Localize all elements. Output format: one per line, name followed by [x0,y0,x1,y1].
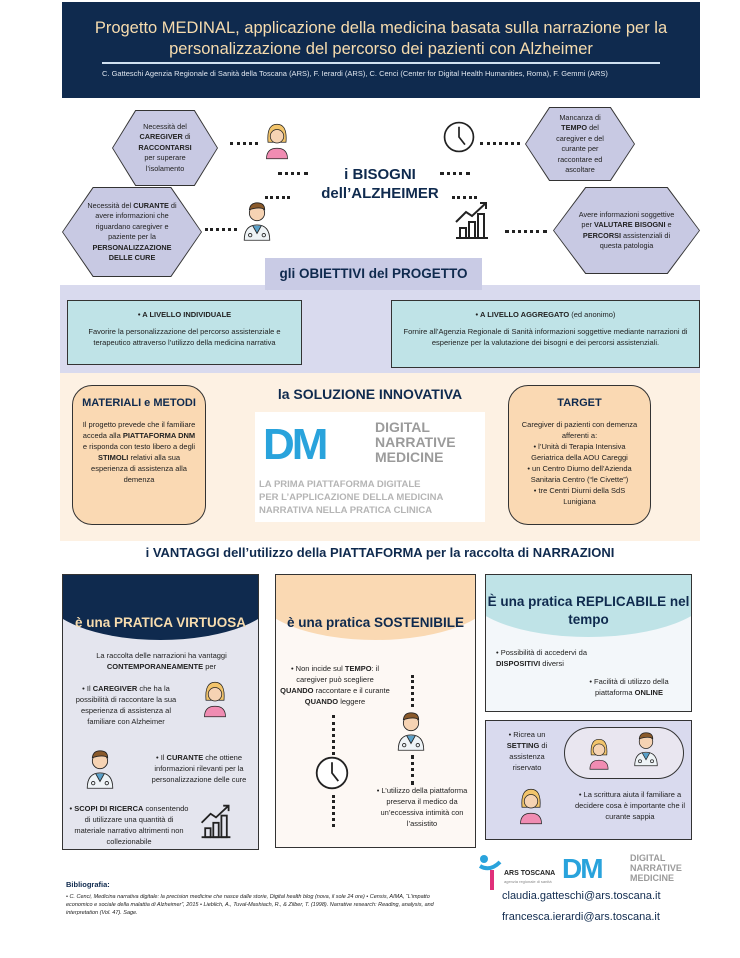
replicabile-heading: È una pratica REPLICABILE nel tempo [486,575,691,637]
virtuosa-intro: La raccolta delle narrazioni ha vantaggi… [96,651,227,671]
caregiver-woman-icon [262,120,292,160]
authors: C. Gatteschi Agenzia Regionale di Sanità… [102,69,608,78]
bibliography-text: • C. Cenci, Medicina narrativa digitale:… [66,894,434,916]
bibliography-title: Bibliografia: [66,880,110,889]
dnm-logo-mark: DM [263,420,328,469]
doctor-icon [631,727,661,767]
ars-figure-icon [478,855,502,890]
need-curante-hex: Necessità del CURANTE di avere informazi… [62,187,202,277]
virtuosa-column: è una PRATICA VIRTUOSA La raccolta delle… [62,574,259,850]
setting-scrittura: • La scrittura aiuta il familiare a deci… [574,790,686,821]
clock-icon [442,120,476,154]
virtuosa-curante: • Il CURANTE che ottiene informazioni ri… [151,753,247,784]
dnm-footer-mark: DM [562,853,604,884]
email-ierardi[interactable]: francesca.ierardi@ars.toscana.it [502,911,660,923]
connector [230,142,258,145]
header-divider [102,62,660,64]
email-gatteschi[interactable]: claudia.gatteschi@ars.toscana.it [502,890,661,902]
connector [265,196,290,199]
objectives-title: gli OBIETTIVI del PROGETTO [265,258,482,290]
replicabile-column: È una pratica REPLICABILE nel tempo • Po… [485,574,692,712]
connector [411,675,414,707]
need-valutare-hex: Avere informazioni soggettive per VALUTA… [553,187,700,274]
setting-text: • Ricrea un SETTING di assistenza riserv… [506,730,548,772]
poster-header: Progetto MEDINAL, applicazione della med… [62,2,700,98]
connector [452,196,477,199]
ars-toscana-logo: ARS TOSCANA agenzia regionale di sanità [478,852,555,892]
sostenibile-intimita: • L’utilizzo della piattaforma preserva … [376,786,468,828]
clock-icon [314,755,350,791]
need-tempo-hex: Mancanza di TEMPO del caregiver e del cu… [525,107,635,181]
connector [411,755,414,785]
connector [332,715,335,755]
replicabile-dispositivi: • Possibilità di accedervi da DISPOSITIV… [496,648,588,668]
virtuosa-caregiver: • Il CAREGIVER che ha la possibilità di … [75,684,177,726]
sostenibile-heading: è una pratica SOSTENIBILE [276,575,475,640]
ars-name: ARS TOSCANA [504,870,556,877]
connector [505,230,547,233]
growth-chart-icon [198,803,234,839]
doctor-icon [240,197,274,241]
caregiver-woman-icon [586,735,612,771]
connector [205,228,237,231]
advantages-title: i VANTAGGI dell’utilizzo della PIATTAFOR… [145,545,615,560]
replicabile-online: • Facilità di utilizzo della piattaforma… [589,677,669,697]
caregiver-woman-icon [200,678,230,718]
caregiver-woman-icon [516,785,546,825]
objective-aggregate: • A LIVELLO AGGREGATO (ed anonimo)Fornir… [391,300,700,368]
connector [480,142,520,145]
sostenibile-tempo: • Non incide sul TEMPO: il caregiver può… [280,664,390,706]
setting-box: • Ricrea un SETTING di assistenza riserv… [485,720,692,840]
ars-subtitle: agenzia regionale di sanità [504,879,552,884]
doctor-icon [394,707,428,751]
connector [440,172,470,175]
growth-chart-icon [452,200,492,240]
sostenibile-column: è una pratica SOSTENIBILE • Non incide s… [275,574,476,848]
virtuosa-ricerca: • SCOPI DI RICERCA consentendo di utiliz… [69,804,189,846]
doctor-icon [83,745,117,789]
poster-title: Progetto MEDINAL, applicazione della med… [94,19,668,58]
virtuosa-heading: è una PRATICA VIRTUOSA [63,575,258,640]
connector [332,795,335,827]
solution-title: la SOLUZIONE INNOVATIVA [277,386,463,402]
thought-cloud [564,727,684,779]
connector [278,172,308,175]
